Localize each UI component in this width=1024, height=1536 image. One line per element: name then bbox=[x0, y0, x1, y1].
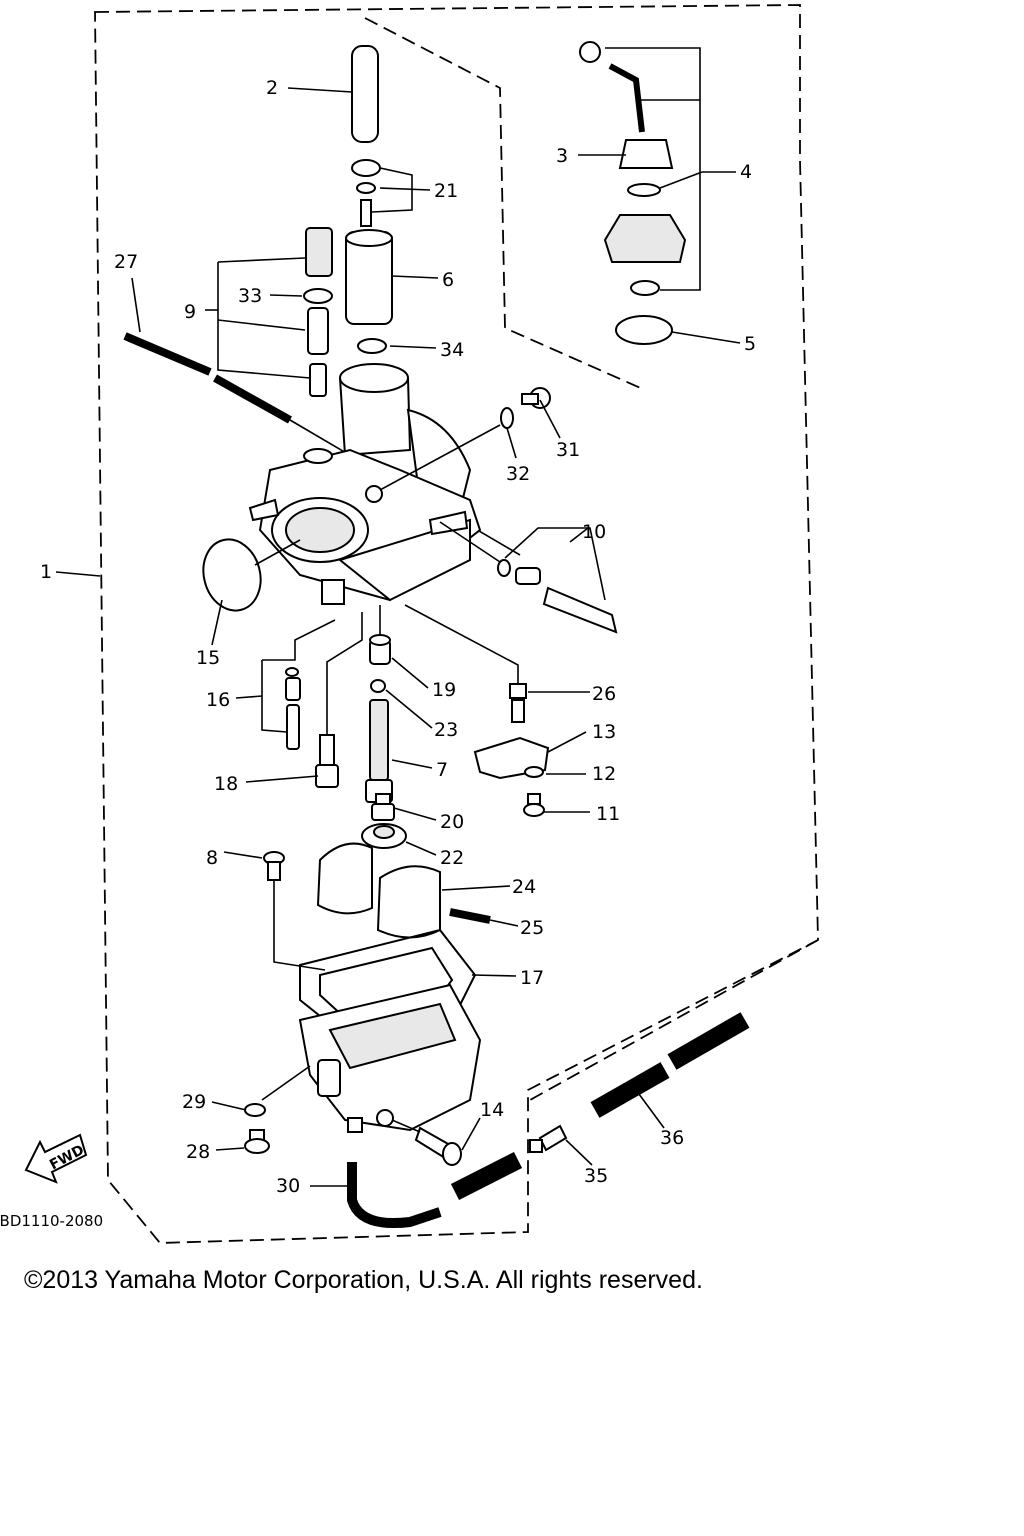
part-2-slide-tube bbox=[351, 45, 379, 143]
part-28-drain-plug bbox=[244, 1129, 270, 1154]
label-32: 32 bbox=[506, 463, 530, 485]
label-14: 14 bbox=[480, 1099, 504, 1121]
label-16: 16 bbox=[206, 689, 230, 711]
label-1: 1 bbox=[40, 561, 52, 583]
part-25-pin bbox=[449, 908, 491, 924]
label-35: 35 bbox=[584, 1165, 608, 1187]
part-22-float-valve bbox=[361, 823, 407, 849]
part-30-hose bbox=[347, 1162, 442, 1228]
label-21: 21 bbox=[434, 180, 458, 202]
label-6: 6 bbox=[442, 269, 454, 291]
label-22: 22 bbox=[440, 847, 464, 869]
copyright-notice: ©2013 Yamaha Motor Corporation, U.S.A. A… bbox=[24, 1266, 703, 1294]
part-19-nozzle bbox=[369, 605, 391, 665]
part-4-cable-assembly bbox=[579, 41, 687, 296]
part-8-screw bbox=[263, 851, 326, 971]
assembly-boundary bbox=[94, 4, 819, 1244]
carburetor-body bbox=[248, 363, 482, 605]
part-12-washer bbox=[524, 766, 544, 778]
label-3: 3 bbox=[556, 145, 568, 167]
label-5: 5 bbox=[744, 333, 756, 355]
part-15-oring bbox=[202, 538, 262, 612]
label-25: 25 bbox=[520, 917, 544, 939]
part-29-washer bbox=[244, 1103, 266, 1117]
carburetor-exploded-diagram: FWD bbox=[0, 4, 819, 1244]
label-36: 36 bbox=[660, 1127, 684, 1149]
label-27: 27 bbox=[114, 251, 138, 273]
label-8: 8 bbox=[206, 847, 218, 869]
part-30-hose-section bbox=[450, 1151, 523, 1201]
label-23: 23 bbox=[434, 719, 458, 741]
label-4: 4 bbox=[740, 161, 752, 183]
part-6-throttle-valve bbox=[345, 229, 393, 325]
label-19: 19 bbox=[432, 679, 456, 701]
part-36-hose bbox=[590, 1012, 750, 1118]
part-18-pilot-jet bbox=[315, 612, 363, 788]
label-11: 11 bbox=[596, 803, 620, 825]
part-35-fitting bbox=[529, 1124, 568, 1153]
label-30: 30 bbox=[276, 1175, 300, 1197]
label-20: 20 bbox=[440, 811, 464, 833]
label-26: 26 bbox=[592, 683, 616, 705]
label-13: 13 bbox=[592, 721, 616, 743]
label-33: 33 bbox=[238, 285, 262, 307]
label-24: 24 bbox=[512, 876, 536, 898]
part-7-main-nozzle bbox=[365, 699, 393, 803]
part-34-washer bbox=[357, 338, 387, 354]
part-10-screw-set bbox=[439, 521, 618, 634]
part-20-valve-seat bbox=[371, 793, 395, 821]
part-labels: 1 2 3 4 5 6 7 8 9 10 11 12 13 14 15 16 1… bbox=[40, 77, 756, 1197]
label-2: 2 bbox=[266, 77, 278, 99]
label-7: 7 bbox=[436, 759, 448, 781]
part-9-pilot-assembly bbox=[217, 227, 333, 397]
part-32-washer bbox=[500, 407, 514, 429]
label-18: 18 bbox=[214, 773, 238, 795]
label-15: 15 bbox=[196, 647, 220, 669]
part-11-screw bbox=[523, 793, 545, 817]
drawing-code: 4BD1110-2080 bbox=[0, 1212, 103, 1230]
label-10: 10 bbox=[582, 521, 606, 543]
label-29: 29 bbox=[182, 1091, 206, 1113]
label-12: 12 bbox=[592, 763, 616, 785]
part-5-gasket bbox=[615, 315, 673, 345]
part-4-bracket bbox=[605, 47, 703, 291]
float-bowl bbox=[298, 983, 482, 1133]
label-17: 17 bbox=[520, 967, 544, 989]
part-31-screw bbox=[521, 387, 551, 409]
label-34: 34 bbox=[440, 339, 464, 361]
part-16-jet-stack bbox=[261, 619, 336, 750]
part-23-oring bbox=[370, 679, 386, 693]
part-24-float bbox=[316, 842, 441, 939]
label-9: 9 bbox=[184, 301, 196, 323]
part-14-drain-screw bbox=[391, 1119, 462, 1166]
label-31: 31 bbox=[556, 439, 580, 461]
part-26-jet bbox=[404, 604, 527, 723]
forward-arrow-icon bbox=[24, 1133, 88, 1184]
part-21-spring bbox=[351, 159, 381, 227]
leader-lines bbox=[55, 87, 741, 1187]
label-28: 28 bbox=[186, 1141, 210, 1163]
